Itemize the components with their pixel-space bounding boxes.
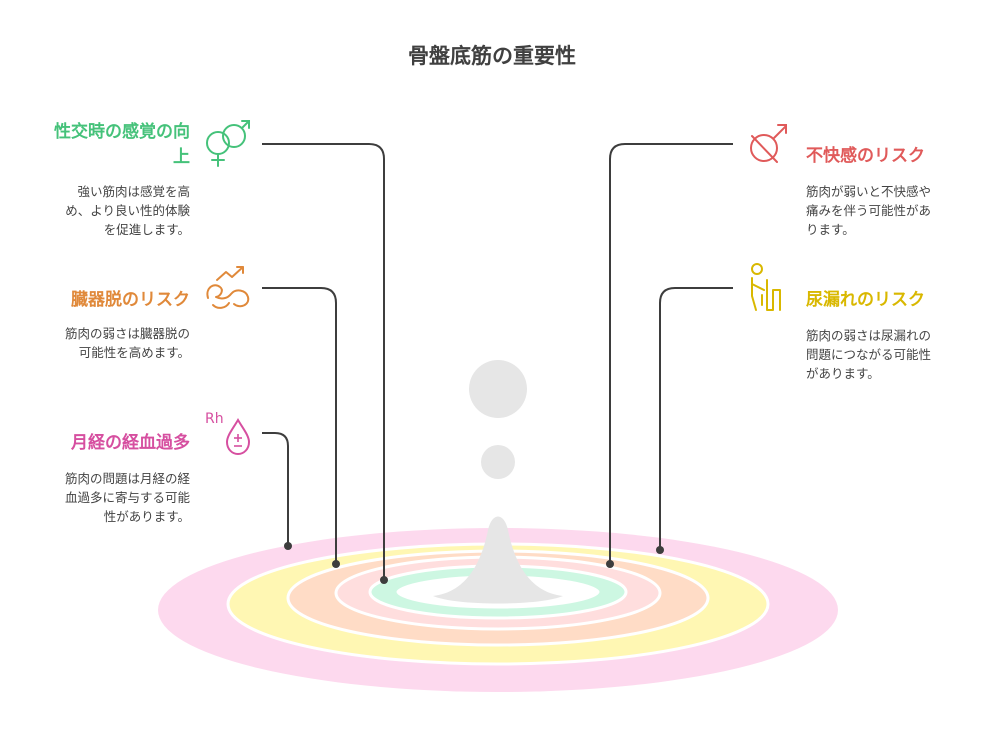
connector-incontinence — [659, 287, 733, 550]
body-menstrual-line: 性があります。 — [103, 509, 190, 524]
body-incontinence-line: 問題につながる可能性 — [806, 347, 932, 362]
body-incontinence-line: 筋肉の弱さは尿漏れの — [806, 328, 932, 343]
body-incontinence-line: があります。 — [806, 366, 880, 381]
body-discomfort-line: ります。 — [806, 222, 855, 237]
crossed-gender-icon — [750, 124, 787, 163]
heading-sexual-line1: 性交時の感覚の向 — [54, 122, 190, 142]
heading-prolapse: 臓器脱のリスク — [71, 290, 190, 310]
body-discomfort-line: 痛みを伴う可能性があ — [806, 203, 932, 218]
connector-menstrual — [262, 432, 289, 546]
heading-discomfort: 不快感のリスク — [806, 146, 925, 166]
rh-label: Rh — [205, 411, 224, 427]
body-menstrual-line: 筋肉の問題は月経の経 — [64, 471, 190, 486]
body-sexual: 強い筋肉は感覚を高 め、より良い性的体験 を促進します。 — [20, 182, 190, 239]
body-sexual-line: 強い筋肉は感覚を高 — [77, 184, 190, 199]
droplet-small — [481, 445, 515, 479]
body-prolapse-line: 筋肉の弱さは臓器脱の — [64, 326, 190, 341]
body-prolapse-line: 可能性を高めます。 — [78, 345, 190, 360]
body-incontinence: 筋肉の弱さは尿漏れの 問題につながる可能性 があります。 — [806, 326, 976, 383]
heading-incontinence: 尿漏れのリスク — [806, 290, 925, 310]
organ-prolapse-icon — [206, 266, 250, 309]
body-discomfort-line: 筋肉が弱いと不快感や — [806, 184, 932, 199]
connector-dot-menstrual — [284, 542, 292, 550]
connector-dot-incontinence — [656, 546, 664, 554]
person-toilet-icon — [751, 263, 781, 311]
connector-sexual — [262, 143, 385, 580]
connector-dot-discomfort — [606, 560, 614, 568]
droplet-large — [469, 360, 527, 418]
gender-symbols-icon — [206, 120, 250, 167]
body-prolapse: 筋肉の弱さは臓器脱の 可能性を高めます。 — [20, 324, 190, 362]
body-discomfort: 筋肉が弱いと不快感や 痛みを伴う可能性があ ります。 — [806, 182, 976, 239]
body-sexual-line: を促進します。 — [103, 222, 190, 237]
blood-drop-rh-icon: Rh — [205, 411, 251, 456]
heading-menstrual: 月経の経血過多 — [71, 433, 190, 453]
body-menstrual-line: 血過多に寄与する可能 — [64, 490, 190, 505]
body-menstrual: 筋肉の問題は月経の経 血過多に寄与する可能 性があります。 — [20, 469, 190, 526]
connector-discomfort — [609, 143, 733, 564]
diagram-title: 骨盤底筋の重要性 — [408, 44, 576, 68]
connector-prolapse — [262, 287, 337, 564]
fountain-splash — [433, 516, 563, 604]
heading-sexual-line2: 上 — [173, 147, 190, 167]
connector-dot-sexual — [380, 576, 388, 584]
connector-dot-prolapse — [332, 560, 340, 568]
body-sexual-line: め、より良い性的体験 — [65, 203, 190, 218]
